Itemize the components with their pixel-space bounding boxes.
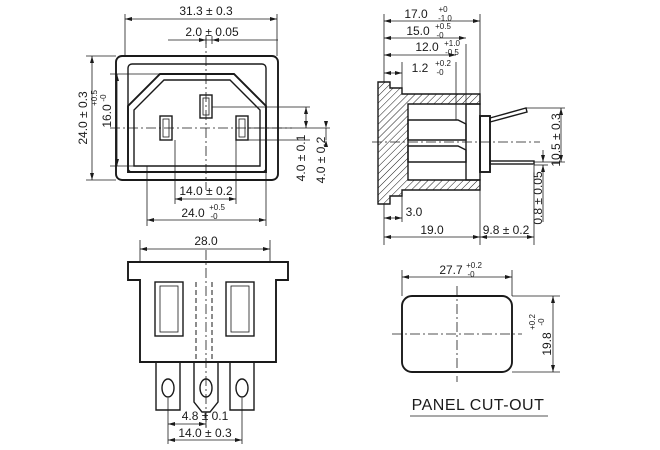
dim-side-19: 19.0 — [420, 223, 444, 237]
dim-overall-height: 24.0 ± 0.3 — [76, 91, 90, 145]
dim-pin-span: 14.0 ± 0.3 — [178, 426, 232, 440]
bottom-slot-right — [225, 281, 255, 337]
dim-pin-spacing-1: 4.0 ± 0.1 — [294, 134, 308, 181]
dim-pin-pitch: 4.8 ± 0.1 — [182, 409, 229, 423]
side-pin-upper — [407, 119, 467, 141]
dim-cutout-width: 27.7 — [439, 263, 463, 277]
dim-inner-height: 16.0 — [100, 104, 114, 128]
dim-side-3-0: 3.0 — [406, 205, 423, 219]
dim-side-9-8: 9.8 ± 0.2 — [483, 223, 530, 237]
dim-overall-width: 31.3 ± 0.3 — [179, 4, 233, 18]
svg-text:+0.2: +0.2 — [466, 261, 482, 270]
dim-side-12: 12.0 — [415, 40, 439, 54]
svg-text:+0.5: +0.5 — [209, 203, 225, 212]
side-terminal-block — [479, 115, 491, 173]
svg-text:-0: -0 — [467, 270, 475, 279]
front-view: 31.3 ± 0.3 2.0 ± 0.05 24.0 ± 0.3 16.0 +0… — [76, 4, 330, 226]
dim-side-10-5: 10.5 ± 0.3 — [549, 113, 563, 167]
svg-text:+1.0: +1.0 — [444, 39, 460, 48]
svg-text:-0: -0 — [436, 31, 444, 40]
svg-text:-0.5: -0.5 — [445, 48, 459, 57]
svg-text:+0: +0 — [438, 5, 448, 14]
dim-bottom-width: 28.0 — [194, 234, 218, 248]
front-outer-frame — [115, 55, 279, 181]
side-terminal-lower — [489, 160, 535, 165]
bottom-slot-right-inner — [230, 285, 250, 333]
svg-text:-0: -0 — [436, 68, 444, 77]
side-terminal-upper — [489, 107, 528, 123]
dim-side-17: 17.0 — [404, 7, 428, 21]
terminal-right — [229, 361, 255, 411]
bottom-view: 28.0 4.8 ± 0.1 14.0 ± 0.3 — [127, 234, 289, 444]
dim-pin-spacing-2: 4.0 ± 0.2 — [314, 136, 328, 183]
dim-side-15: 15.0 — [406, 24, 430, 38]
side-pin-lower — [407, 145, 467, 163]
dim-pin-offset: 2.0 ± 0.05 — [185, 25, 239, 39]
side-housing-section — [377, 81, 481, 205]
svg-text:-0: -0 — [99, 94, 108, 102]
cutout-title: PANEL CUT-OUT — [412, 397, 545, 414]
side-view: 17.0 +0 -1.0 15.0 +0.5 -0 12.0 +1.0 -0.5… — [372, 5, 565, 245]
panel-cutout: 27.7 +0.2 -0 19.8 +0.2 -0 PANEL CUT-OUT — [392, 261, 560, 417]
bottom-slot-left-inner — [159, 285, 179, 333]
svg-text:+0.2: +0.2 — [435, 59, 451, 68]
svg-text:+0.2: +0.2 — [528, 314, 537, 330]
svg-text:+0.5: +0.5 — [435, 22, 451, 31]
front-socket-inner — [133, 79, 261, 167]
dim-cutout-height: 19.8 — [540, 332, 554, 356]
svg-text:+0.5: +0.5 — [90, 90, 99, 106]
dim-side-1-2: 1.2 — [412, 61, 429, 75]
bottom-housing — [127, 261, 289, 363]
terminal-center — [193, 361, 219, 413]
svg-text:-1.0: -1.0 — [438, 14, 452, 23]
dim-inner-width: 14.0 ± 0.2 — [179, 184, 233, 198]
bottom-slot-left — [154, 281, 184, 337]
svg-text:-0: -0 — [537, 318, 546, 326]
dim-recess-width: 24.0 — [181, 206, 205, 220]
dim-side-0-8: 0.8 ± 0.05 — [531, 171, 545, 225]
terminal-left — [155, 361, 181, 411]
svg-text:-0: -0 — [210, 212, 218, 221]
